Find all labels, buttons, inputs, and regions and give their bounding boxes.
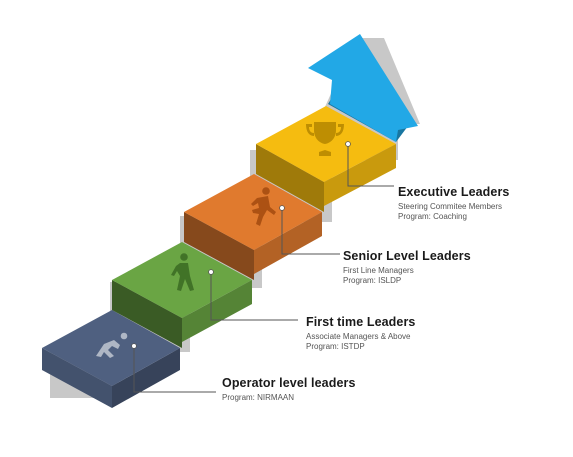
label-senior-level-leaders: Senior Level Leaders First Line Managers… — [343, 249, 471, 286]
label-executive-leaders: Executive Leaders Steering Commitee Memb… — [398, 185, 509, 222]
level-detail-1: First Line Managers — [343, 266, 414, 275]
connector-operator — [133, 346, 216, 393]
arrow-head — [308, 34, 418, 142]
level-title: Executive Leaders — [398, 185, 510, 199]
level-detail-1: Program: NIRMAAN — [222, 393, 295, 402]
dot-first-time — [208, 269, 214, 275]
level-detail-1: Associate Managers & Above — [306, 332, 411, 341]
label-operator-level-leaders: Operator level leaders Program: NIRMAAN — [222, 376, 356, 403]
crouching-start-icon — [96, 332, 128, 358]
step-operator-level — [42, 310, 180, 408]
dot-senior — [279, 205, 285, 211]
step-4-riser — [256, 144, 324, 212]
connector-first-time — [210, 272, 298, 321]
connectors — [133, 144, 394, 393]
level-detail-2: Program: ISLDP — [343, 276, 402, 285]
trophy-icon — [306, 122, 344, 156]
dot-operator — [131, 343, 137, 349]
level-detail-2: Program: Coaching — [398, 212, 467, 221]
step-1-top — [42, 310, 180, 386]
running-person-icon — [251, 187, 276, 226]
step-3-side — [254, 212, 322, 274]
level-title: Senior Level Leaders — [343, 249, 471, 263]
growth-arrow — [308, 34, 418, 142]
step-1-riser-side — [112, 348, 180, 408]
label-first-time-leaders: First time Leaders Associate Managers & … — [306, 315, 415, 352]
level-title: Operator level leaders — [222, 376, 356, 390]
connector-dots — [131, 141, 351, 349]
step-executive-leaders — [256, 106, 396, 212]
dot-executive — [345, 141, 351, 147]
level-detail-2: Program: ISTDP — [306, 342, 365, 351]
level-detail-1: Steering Commitee Members — [398, 202, 503, 211]
step-2-side — [182, 280, 252, 342]
walking-person-icon — [171, 253, 194, 291]
level-title: First time Leaders — [306, 315, 416, 329]
step-4-top — [256, 106, 396, 182]
step-3-riser — [184, 212, 254, 280]
connector-senior — [281, 208, 340, 255]
step-2-riser — [112, 280, 182, 348]
connector-executive — [347, 144, 394, 187]
step-4-side — [324, 144, 396, 206]
step-1-front — [42, 348, 112, 408]
